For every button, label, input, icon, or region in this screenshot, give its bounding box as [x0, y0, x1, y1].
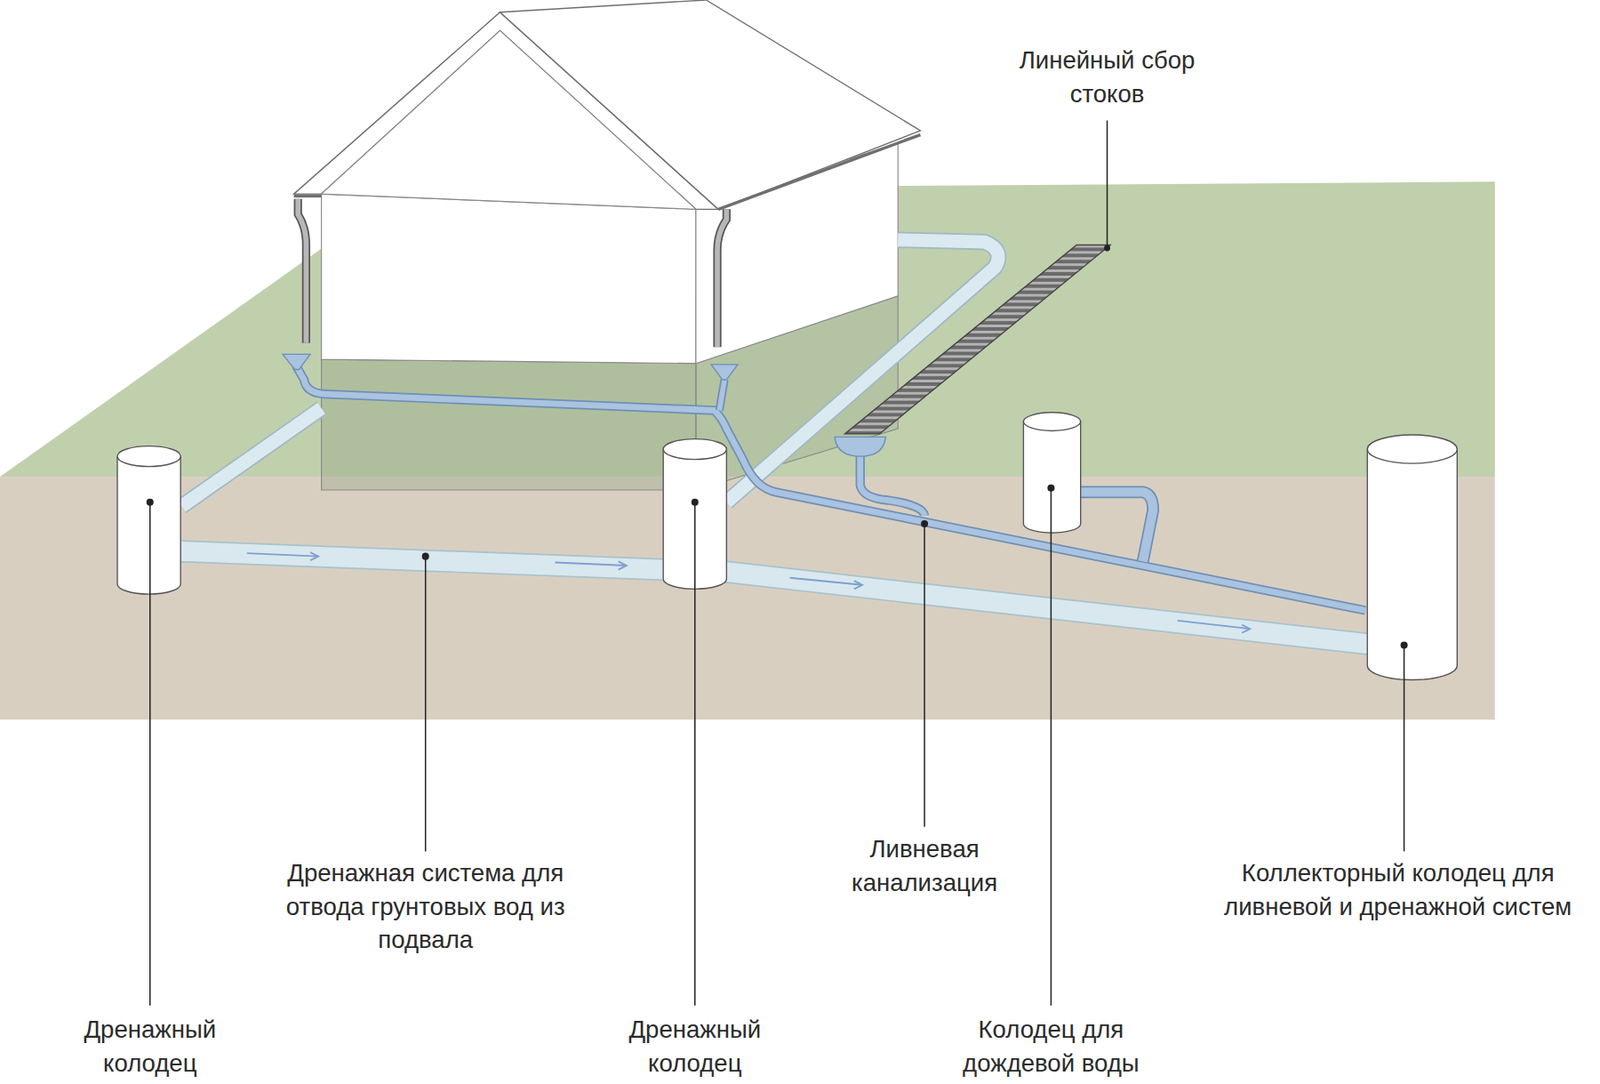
drainage-pipe [179, 551, 1370, 644]
leader-dots [146, 245, 1408, 649]
house-front-wall [321, 193, 696, 364]
storm-sewer-pipe [860, 448, 925, 516]
callout-label: Ливневая канализация [812, 832, 1038, 900]
basement-front [321, 359, 696, 490]
downspout [297, 199, 306, 344]
storm-sewer-pipe [1077, 491, 1153, 561]
callout-label: Колодец для дождевой воды [923, 1012, 1179, 1080]
callout-label: Линейный сбор стоков [1005, 42, 1210, 111]
downspout [297, 199, 306, 344]
storm-sewer-pipe [1077, 491, 1153, 561]
drain-pipe [181, 408, 321, 506]
gutter [294, 194, 322, 198]
callout-label: Дренажный колодец [598, 1012, 792, 1080]
storm-sewer-pipe [296, 365, 1366, 611]
drainage-pipe [179, 551, 1370, 644]
callout-label: Дренажная система для отвода грунтовых в… [256, 855, 594, 957]
linear-drain-grating [845, 245, 1111, 434]
storm-sewer-pipe [860, 448, 925, 516]
callout-label: Коллекторный колодец для ливневой и дрен… [1201, 855, 1595, 923]
wells [117, 412, 1457, 680]
flow-arrows [247, 552, 1250, 633]
storm-sewer-pipe [719, 379, 725, 410]
storm-sewer-pipe [296, 365, 1366, 611]
rain-inlet-funnel [282, 353, 311, 369]
rain-inlet-funnel [711, 364, 738, 380]
drain-outlet [834, 436, 886, 456]
gutter [718, 135, 920, 210]
downspout [717, 208, 727, 347]
roof-slope [500, 0, 921, 209]
drain-pipe [181, 408, 321, 506]
callout-label: Дренажный колодец [53, 1012, 248, 1080]
downspout [717, 208, 727, 347]
soil-section [0, 476, 1496, 720]
storm-sewer-pipe [719, 379, 725, 410]
